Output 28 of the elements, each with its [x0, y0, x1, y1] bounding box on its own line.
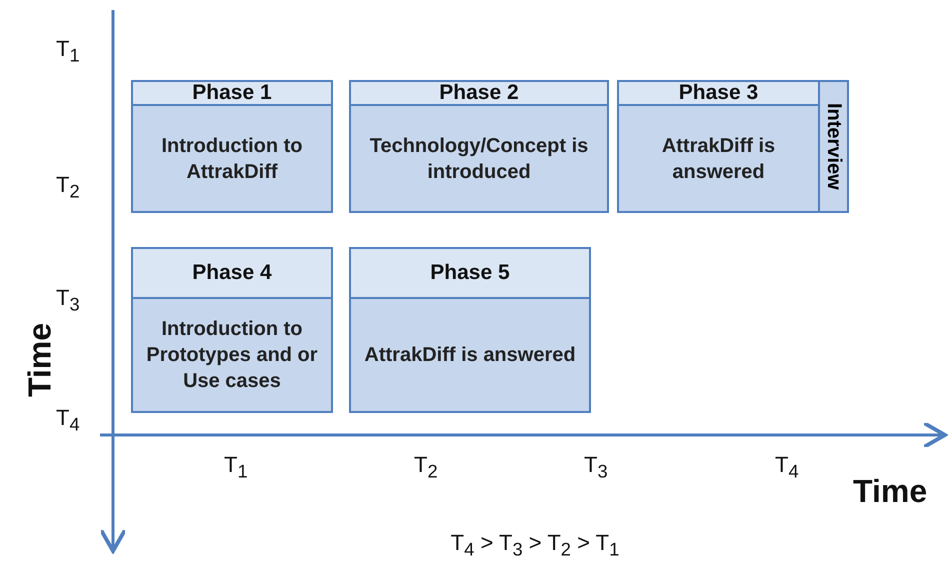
phase-description: Introduction to Prototypes and or Use cases — [145, 317, 319, 394]
interview-box — [818, 80, 849, 213]
axis-title: Time — [853, 473, 928, 510]
phase-heading: Phase 1 — [133, 82, 331, 106]
phase-box — [349, 80, 609, 213]
time-tick: T$_{2}$ — [56, 172, 80, 202]
phase-description: Introduction to AttrakDiff — [160, 134, 304, 184]
time-tick: T$_{1}$ — [56, 36, 80, 66]
axis-title: Time — [22, 322, 58, 398]
time-tick: T$_{3}$ — [56, 285, 80, 316]
phase-heading: Phase 3 — [619, 82, 818, 106]
time-order-note: T$_{4}$ > T$_{3}$ > T$_{2}$ > T$_{1}$ — [450, 530, 620, 560]
phase-box — [131, 247, 333, 413]
phase-description: Technology/Concept is introduced — [368, 134, 590, 184]
phase-box — [617, 80, 820, 213]
phase-description: AttrakDiff is answered — [660, 134, 776, 184]
interview-label: Interview — [822, 103, 845, 190]
time-tick: T$_{3}$ — [584, 452, 608, 482]
phase-heading: Phase 2 — [351, 82, 607, 106]
phase-heading: Phase 4 — [133, 249, 331, 299]
phase-heading: Phase 5 — [351, 249, 589, 299]
time-tick: T$_{4}$ — [56, 405, 80, 436]
phase-description: AttrakDiff is answered — [363, 343, 577, 368]
phase-box — [349, 247, 591, 413]
time-tick: T$_{4}$ — [775, 452, 799, 482]
time-tick: T$_{2}$ — [414, 452, 438, 482]
time-tick: T$_{1}$ — [224, 452, 248, 482]
phase-box — [131, 80, 333, 213]
